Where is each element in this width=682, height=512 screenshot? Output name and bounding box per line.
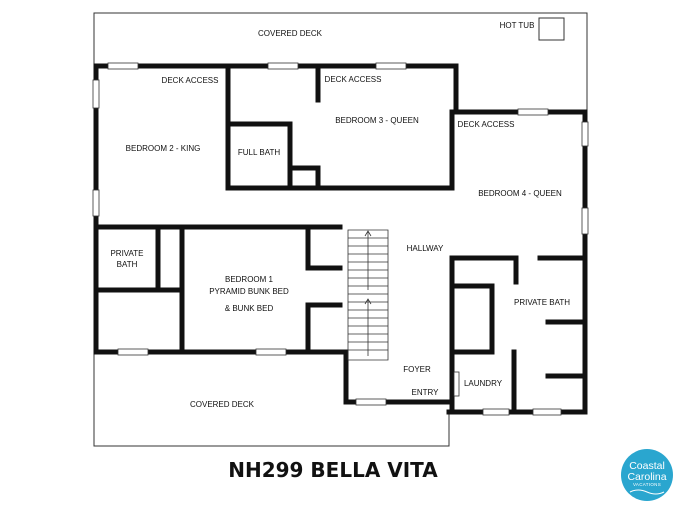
deck-outlines <box>93 12 588 447</box>
plan-title: NH299 BELLA VITA <box>228 458 438 482</box>
label-hot-tub: HOT TUB <box>500 21 535 30</box>
logo-circle <box>621 449 673 501</box>
logo-line3: VACATIONS <box>633 482 661 487</box>
hot-tub-outline <box>538 17 565 41</box>
label-bedroom-1: BEDROOM 1 <box>225 275 274 284</box>
label-laundry: LAUNDRY <box>464 379 503 388</box>
label-deck-access-1: DECK ACCESS <box>162 76 219 85</box>
label-foyer: FOYER <box>403 365 431 374</box>
label-covered-deck-bottom: COVERED DECK <box>190 400 255 409</box>
label-covered-deck-top: COVERED DECK <box>258 29 323 38</box>
logo-line1: Coastal <box>629 460 665 472</box>
label-private-bath-left-2: BATH <box>117 260 138 269</box>
logo-wave-icon <box>629 489 665 495</box>
label-private-bath-left-1: PRIVATE <box>110 249 143 258</box>
room-labels: COVERED DECK HOT TUB DECK ACCESS DECK AC… <box>110 21 570 409</box>
label-entry: ENTRY <box>412 388 440 397</box>
covered-deck-bottom-outline <box>93 350 450 447</box>
label-deck-access-2: DECK ACCESS <box>325 75 382 84</box>
label-private-bath-right: PRIVATE BATH <box>514 298 570 307</box>
label-bedroom-1-bunk: & BUNK BED <box>225 304 274 313</box>
logo: Coastal Carolina VACATIONS <box>621 449 673 501</box>
covered-deck-top-outline <box>93 12 588 110</box>
label-hallway: HALLWAY <box>407 244 444 253</box>
label-full-bath: FULL BATH <box>238 148 280 157</box>
label-bedroom-1-bed: PYRAMID BUNK BED <box>209 287 289 296</box>
label-bedroom-3: BEDROOM 3 - QUEEN <box>335 116 419 125</box>
logo-line2: Carolina <box>627 471 666 483</box>
label-bedroom-2: BEDROOM 2 - KING <box>126 144 201 153</box>
windows <box>92 62 589 416</box>
label-bedroom-4: BEDROOM 4 - QUEEN <box>478 189 562 198</box>
label-deck-access-3: DECK ACCESS <box>458 120 515 129</box>
stairs <box>347 229 389 361</box>
